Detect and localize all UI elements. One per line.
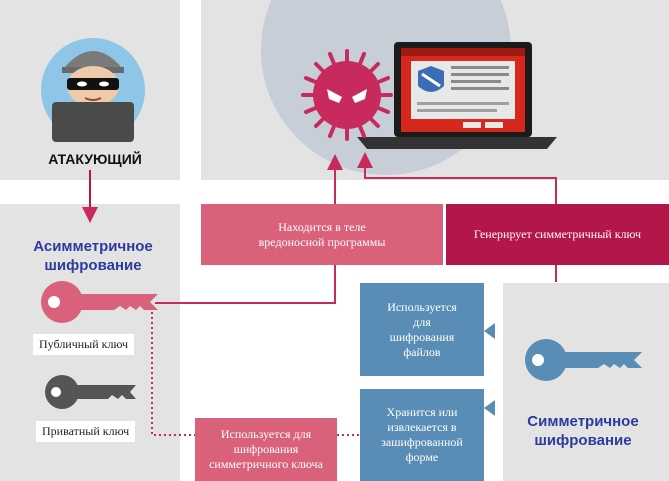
public-key-label: Публичный ключ bbox=[33, 334, 135, 355]
box-stored-encrypted: Хранится или извлекается в зашифрованной… bbox=[360, 389, 484, 481]
laptop-illustration bbox=[261, 0, 557, 175]
box-used-for-sym-key: Используется для шифрования симметричног… bbox=[195, 418, 337, 481]
symmetric-panel bbox=[503, 283, 669, 481]
box-inside-malware: Находится в теле вредоносной программы bbox=[201, 204, 443, 265]
attacker-label: АТАКУЮЩИЙ bbox=[48, 151, 142, 167]
private-key-icon bbox=[45, 375, 136, 409]
virus-icon bbox=[301, 49, 393, 141]
box-generates-key: Генерирует симметричный ключ bbox=[446, 204, 669, 265]
box-used-for-files: Используется для шифрования файлов bbox=[360, 283, 484, 376]
asymmetric-title: Асимметричное шифрование bbox=[33, 238, 153, 274]
public-key-icon bbox=[41, 281, 158, 323]
symmetric-key-icon bbox=[525, 339, 642, 381]
laptop-icon bbox=[357, 42, 557, 149]
private-key-label: Приватный ключ bbox=[36, 421, 136, 442]
attacker-avatar-icon bbox=[41, 38, 145, 142]
symmetric-title: Симметричное шифрование bbox=[527, 413, 639, 449]
